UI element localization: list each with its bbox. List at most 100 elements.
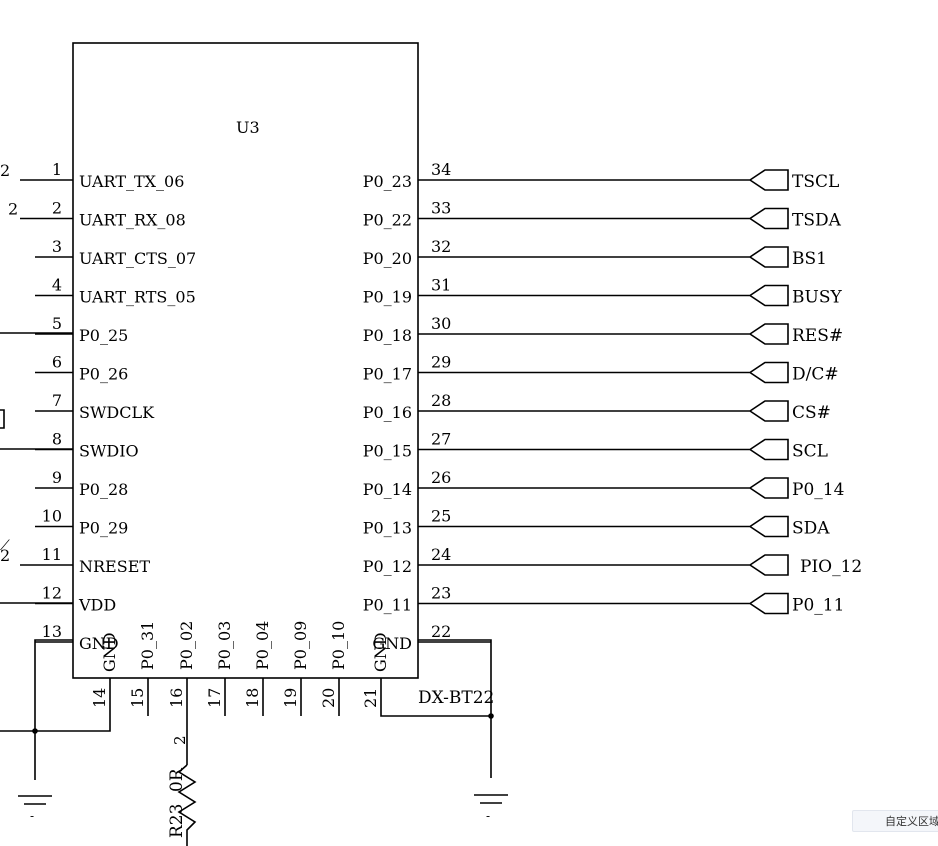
left-pin-group: 1UART_TX_0622UART_RX_0823UART_CTS_074UAR…: [0, 160, 196, 653]
pin-number: 26: [431, 468, 451, 487]
pin-name: P0_19: [363, 288, 412, 307]
pin-number: 18: [243, 688, 262, 708]
pin-name: UART_RTS_05: [79, 288, 196, 307]
edge-pin-number: 2: [8, 200, 18, 219]
pin-name: SWDIO: [79, 442, 139, 461]
resistor-label: R23: [167, 804, 187, 838]
edge-pin-number: 2: [0, 546, 10, 565]
pin-name: P0_03: [215, 621, 234, 670]
pin-number: 20: [319, 688, 338, 708]
pin-name: P0_12: [363, 557, 412, 576]
pin-number: 21: [361, 688, 380, 708]
pin-number: 30: [431, 314, 451, 333]
u3-part-name: DX-BT22: [418, 688, 494, 708]
custom-area-chip[interactable]: 自定义区域: [852, 810, 938, 832]
pin-name: P0_23: [363, 172, 412, 191]
resistor-value: 0R: [167, 767, 187, 792]
edge-pin-number: 2: [0, 161, 10, 180]
resistor-pin-number: 2: [171, 735, 189, 745]
pin-number: 22: [431, 622, 451, 641]
pin-number: 13: [42, 622, 62, 641]
pin-name: P0_11: [363, 596, 412, 615]
pin-number: 11: [42, 545, 62, 564]
pin-name: P0_10: [329, 621, 348, 670]
pin-number: 23: [431, 584, 451, 603]
pin-name: P0_20: [363, 249, 412, 268]
pin-number: 29: [431, 353, 451, 372]
ground-mark-left: -: [30, 809, 34, 823]
net-label: CS#: [792, 403, 831, 423]
net-label: D/C#: [792, 365, 839, 385]
net-port-flag: [735, 477, 789, 499]
pin-name: NRESET: [79, 557, 150, 576]
pin-number: 19: [281, 688, 300, 708]
pin-number: 6: [52, 353, 62, 372]
pin-number: 2: [52, 199, 62, 218]
net-label: SCL: [792, 442, 828, 462]
pin-name: GND: [79, 634, 119, 653]
pin-number: 3: [52, 237, 62, 256]
pin-name: UART_TX_06: [79, 172, 184, 191]
bottom-pin-group: 14GND15P0_3116P0_0217P0_0318P0_0419P0_09…: [90, 621, 390, 716]
net-port-flag: [735, 207, 789, 230]
left-side-wiring: ⟋: [0, 332, 73, 604]
pin-number: 7: [52, 391, 62, 410]
pin-number: 4: [52, 276, 62, 295]
left-edge-glyph: ⟋: [0, 538, 10, 554]
net-port-flag: [735, 438, 789, 461]
junction-dot: [488, 713, 494, 719]
net-label: PIO_12: [800, 557, 862, 577]
pin-number: 8: [52, 430, 62, 449]
net-port-flag: [735, 592, 789, 615]
pin-number: 32: [431, 237, 451, 256]
pin-name: P0_14: [363, 480, 412, 499]
pin-number: 10: [42, 507, 62, 526]
pin-name: P0_17: [363, 365, 412, 384]
net-label: P0_11: [792, 596, 844, 616]
pin-number: 28: [431, 391, 451, 410]
pin-number: 34: [431, 160, 451, 179]
pin-name: VDD: [78, 596, 116, 615]
pin-number: 31: [431, 276, 451, 295]
pin-number: 14: [90, 688, 109, 708]
pin-name: P0_25: [79, 326, 128, 345]
pin-name: UART_CTS_07: [79, 249, 196, 268]
pin-number: 9: [52, 468, 62, 487]
pin-name: P0_29: [79, 519, 128, 538]
pin-name: P0_09: [291, 621, 310, 670]
net-port-flag: [735, 169, 789, 191]
pin-number: 12: [42, 584, 62, 603]
pin-number: 17: [205, 688, 224, 708]
pin-name: P0_02: [177, 621, 196, 670]
net-label: TSCL: [792, 172, 839, 192]
pin-name: P0_15: [363, 442, 412, 461]
pin-name: P0_04: [253, 621, 272, 670]
net-port-flag: [735, 400, 789, 422]
pin-name: GND: [100, 632, 119, 672]
pin-name: GND: [371, 632, 390, 672]
net-port-flag: [735, 284, 789, 307]
ground-net-left: -: [0, 639, 111, 823]
net-label: BUSY: [792, 288, 842, 308]
pin-name: P0_18: [363, 326, 412, 345]
pin-number: 25: [431, 507, 451, 526]
pin-name: SWDCLK: [79, 403, 155, 422]
pin-number: 27: [431, 430, 451, 449]
pin-name: P0_26: [79, 365, 128, 384]
net-port-flag: [735, 554, 789, 576]
net-label: TSDA: [792, 211, 842, 231]
net-port-flag: [735, 361, 789, 384]
net-label: BS1: [792, 249, 827, 269]
pin-name: GND: [372, 634, 412, 653]
net-label: RES#: [792, 326, 843, 346]
pin-name: P0_22: [363, 211, 412, 230]
resistor-r23: 2 R23 0R: [167, 678, 197, 846]
junction-dot: [32, 728, 38, 734]
pin-number: 1: [52, 160, 62, 179]
pin-number: 24: [431, 545, 451, 564]
ground-net-right: -: [380, 639, 508, 823]
net-port-flag: [735, 323, 789, 345]
pin-number: 5: [52, 314, 62, 333]
